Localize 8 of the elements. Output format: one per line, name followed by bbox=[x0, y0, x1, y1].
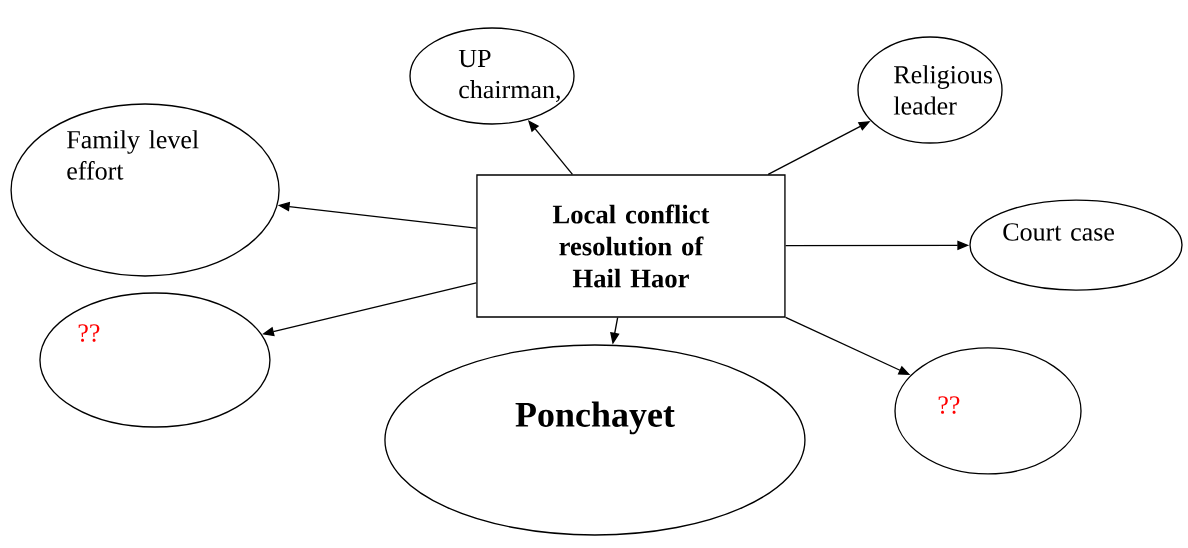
ellipse-node: UP chairman, bbox=[409, 27, 575, 125]
ellipse-node: Family level effort bbox=[10, 103, 280, 277]
ellipse-node: ?? bbox=[39, 292, 271, 428]
ellipse-node: ?? bbox=[894, 347, 1082, 475]
process-box: Local conflict resolution of Hail Haor bbox=[476, 174, 786, 318]
ellipse-node: Court case bbox=[969, 199, 1183, 291]
ellipse-node: Religious leader bbox=[857, 36, 1003, 144]
ellipse-node: Ponchayet bbox=[384, 344, 806, 536]
